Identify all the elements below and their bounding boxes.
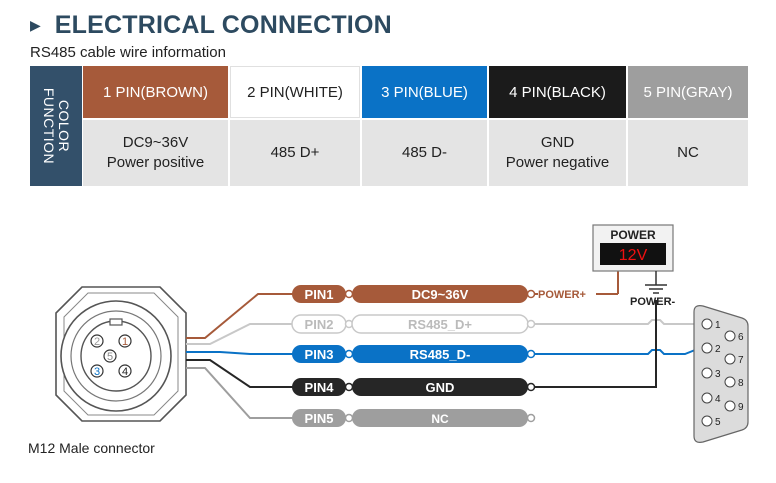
pin4-label: PIN4 [305, 380, 335, 395]
color-cell-pin4: 4 PIN(BLACK) [489, 66, 626, 118]
triangle-bullet-icon: ▶ [30, 16, 41, 33]
pin2-label: PIN2 [305, 317, 334, 332]
m12-pin-5: 5 [103, 349, 117, 363]
svg-text:4: 4 [122, 366, 128, 378]
m12-pin-4: 4 [118, 364, 132, 378]
function-cell-pin4: GND Power negative [489, 120, 626, 186]
function-cell-pin2: 485 D+ [230, 120, 360, 186]
pin2-signal: RS485_D+ [408, 317, 472, 332]
wire-pin2 [186, 323, 298, 345]
wire-row-pin4: PIN4 GND [292, 300, 657, 396]
m12-pin-1: 1 [118, 334, 132, 348]
color-cell-pin5: 5 PIN(GRAY) [628, 66, 748, 118]
connector-label: M12 Male connector [28, 440, 155, 456]
wire-row-pin2: PIN2 RS485_D+ [291, 314, 710, 334]
wire-pin1 [186, 293, 298, 339]
wire-row-pin1: PIN1 DC9~36V POWER+ [292, 259, 623, 303]
color-cell-pin2: 2 PIN(WHITE) [230, 66, 360, 118]
svg-text:3: 3 [715, 369, 721, 380]
m12-connector: 1 2 3 4 5 [55, 286, 187, 422]
wire-row-pin5: PIN5 NC [292, 409, 536, 427]
svg-text:5: 5 [107, 351, 113, 363]
pin3-label: PIN3 [305, 347, 334, 362]
power-plus-label: POWER+ [538, 289, 586, 301]
wire-pin3 [186, 351, 298, 355]
svg-text:6: 6 [738, 332, 744, 343]
row-header: COLOR FUNCTION [30, 66, 82, 186]
svg-text:5: 5 [715, 417, 721, 428]
pin1-signal: DC9~36V [412, 287, 469, 302]
svg-text:7: 7 [738, 355, 744, 366]
m12-pin-2: 2 [90, 334, 104, 348]
svg-text:4: 4 [715, 394, 721, 405]
section-title: ELECTRICAL CONNECTION [54, 10, 392, 39]
svg-text:1: 1 [715, 320, 721, 331]
power-title: POWER [610, 228, 656, 242]
svg-text:2: 2 [715, 344, 721, 355]
svg-text:2: 2 [94, 336, 100, 348]
pin4-signal: GND [426, 380, 455, 395]
svg-text:3: 3 [94, 366, 100, 378]
color-cell-pin3: 3 PIN(BLUE) [362, 66, 487, 118]
pin5-signal: NC [431, 412, 449, 426]
svg-text:9: 9 [738, 402, 744, 413]
wire-pin5 [186, 367, 298, 419]
row-divider [82, 118, 748, 120]
pin3-signal: RS485_D- [410, 347, 471, 362]
wire-pin4 [186, 359, 298, 388]
pin1-label: PIN1 [305, 287, 334, 302]
power-supply: POWER 12V POWER- [592, 224, 676, 308]
section-header: ▶ ELECTRICAL CONNECTION [30, 8, 392, 42]
function-cell-pin1: DC9~36V Power positive [83, 120, 228, 186]
function-cell-pin3: 485 D- [362, 120, 487, 186]
svg-text:1: 1 [122, 336, 128, 348]
svg-text:8: 8 [738, 378, 744, 389]
m12-pin-3: 3 [90, 364, 104, 378]
table-caption: RS485 cable wire information [30, 44, 226, 61]
wire-info-table: COLOR FUNCTION 1 PIN(BROWN) 2 PIN(WHITE)… [30, 66, 748, 186]
wire-row-pin3: PIN3 RS485_D- [292, 343, 710, 363]
db9-connector: 1 6 2 7 3 8 4 9 5 [693, 305, 749, 443]
power-minus-label: POWER- [630, 296, 676, 308]
color-cell-pin1: 1 PIN(BROWN) [83, 66, 228, 118]
power-voltage: 12V [619, 247, 648, 264]
function-cell-pin5: NC [628, 120, 748, 186]
pin5-label: PIN5 [305, 411, 334, 426]
